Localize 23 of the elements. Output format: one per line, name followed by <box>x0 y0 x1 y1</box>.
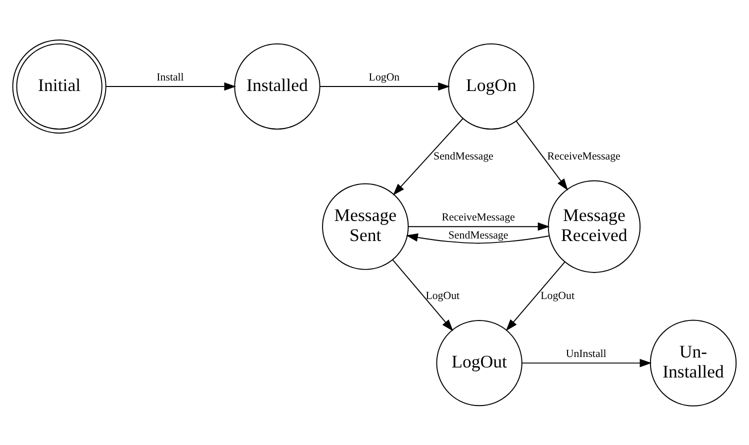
arrow <box>516 120 568 190</box>
edge-label: LogOn <box>368 70 400 83</box>
node-circle: Installed <box>234 42 320 130</box>
arrow <box>506 261 566 330</box>
arrow <box>406 232 550 244</box>
edge-label: ReceiveMessage <box>442 210 515 223</box>
edge-label: LogOut <box>426 290 460 302</box>
edge-label: Install <box>156 70 184 83</box>
node-circle: Un-Installed <box>650 319 737 406</box>
edge-label: SendMessage <box>448 228 508 241</box>
arrow <box>106 82 236 90</box>
edge-label: SendMessage <box>434 150 494 162</box>
edge-label: LogOut <box>540 290 574 302</box>
edge-label: UnInstall <box>566 347 606 360</box>
node-circle: Message Received <box>548 180 641 272</box>
arrow <box>392 258 454 331</box>
node-circle: Initial <box>12 38 106 134</box>
arrow <box>392 118 464 195</box>
arrow <box>408 222 550 230</box>
arrow <box>320 82 450 90</box>
node-circle: LogOn <box>448 42 534 130</box>
edge-label: ReceiveMessage <box>547 150 620 162</box>
arrow <box>522 358 652 367</box>
